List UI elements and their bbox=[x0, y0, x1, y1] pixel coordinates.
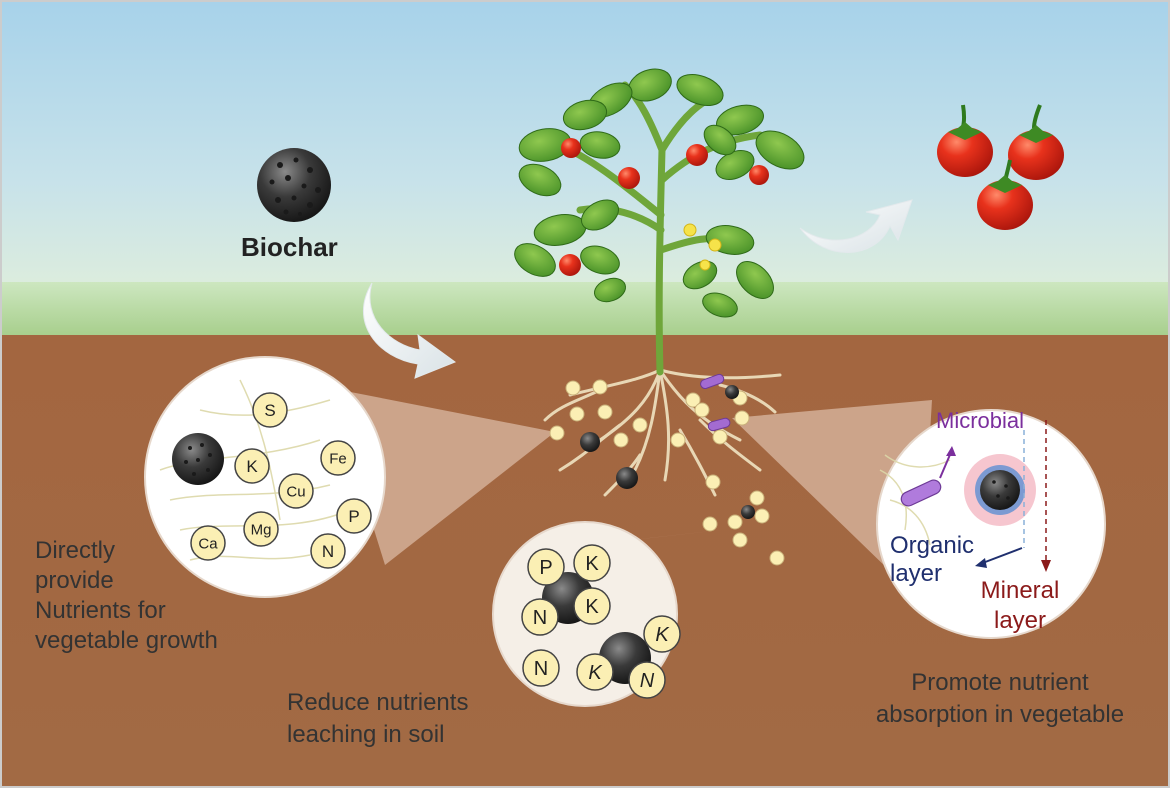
nutrient-bubble bbox=[336, 498, 372, 534]
nutrient-label: Ca bbox=[198, 535, 218, 552]
nutrient-label: K bbox=[588, 662, 603, 684]
promote-absorption-label: Promote nutrient absorption in vegetable bbox=[875, 669, 1125, 728]
right-zoom-circle bbox=[876, 409, 1106, 639]
nutrient-label: N bbox=[534, 658, 548, 680]
nutrient-bubble bbox=[628, 661, 666, 699]
soil-nutrients bbox=[549, 379, 785, 566]
grass-band bbox=[0, 282, 1170, 342]
nutrient-label: N bbox=[533, 607, 547, 629]
harvested-tomatoes bbox=[937, 104, 1064, 230]
nutrient-bubble bbox=[252, 392, 288, 428]
nutrient-label: Mg bbox=[251, 521, 272, 538]
nutrient-label: N bbox=[322, 542, 334, 561]
arrow-plant-to-tomatoes bbox=[799, 199, 913, 253]
nutrient-bubble bbox=[278, 473, 314, 509]
microbial-label: Microbial bbox=[936, 408, 1024, 433]
nutrient-bubble bbox=[643, 615, 681, 653]
soil-biochar bbox=[580, 385, 755, 519]
zoom-cone-left bbox=[330, 388, 555, 565]
stem bbox=[566, 81, 764, 376]
nutrient-label: K bbox=[246, 457, 258, 476]
biochar-ball bbox=[257, 148, 331, 222]
nutrient-bubble bbox=[522, 649, 560, 687]
nutrient-bubble bbox=[243, 511, 279, 547]
nutrient-label: K bbox=[655, 624, 670, 646]
nutrient-bubble bbox=[573, 587, 611, 625]
plant-tomatoes bbox=[559, 138, 769, 276]
biochar-label: Biochar bbox=[241, 232, 338, 262]
nutrient-label: N bbox=[640, 670, 655, 692]
nutrient-label: S bbox=[264, 401, 275, 420]
nutrient-bubble bbox=[310, 533, 346, 569]
soil-microbes bbox=[700, 373, 731, 432]
nutrient-bubble bbox=[521, 598, 559, 636]
nutrient-bubble bbox=[573, 544, 611, 582]
nutrient-label: Cu bbox=[286, 483, 305, 500]
nutrient-bubble bbox=[190, 525, 226, 561]
nutrient-label: P bbox=[539, 557, 552, 579]
arrow-biochar-to-soil bbox=[362, 282, 457, 379]
nutrient-label: K bbox=[585, 596, 599, 618]
leaves bbox=[514, 68, 805, 318]
nutrient-label: K bbox=[585, 553, 599, 575]
nutrient-label: Fe bbox=[329, 450, 347, 467]
microbe bbox=[900, 479, 942, 507]
nutrient-bubble bbox=[576, 653, 614, 691]
nutrient-bubble bbox=[320, 440, 356, 476]
flowers bbox=[683, 223, 722, 271]
nutrient-label: P bbox=[348, 507, 359, 526]
reduce-leaching-label: Reduce nutrients leaching in soil bbox=[287, 689, 469, 748]
nutrient-bubble bbox=[527, 548, 565, 586]
directly-provide-label: Directly provide Nutrients for vegetable… bbox=[35, 537, 218, 654]
nutrient-bubble bbox=[234, 448, 270, 484]
